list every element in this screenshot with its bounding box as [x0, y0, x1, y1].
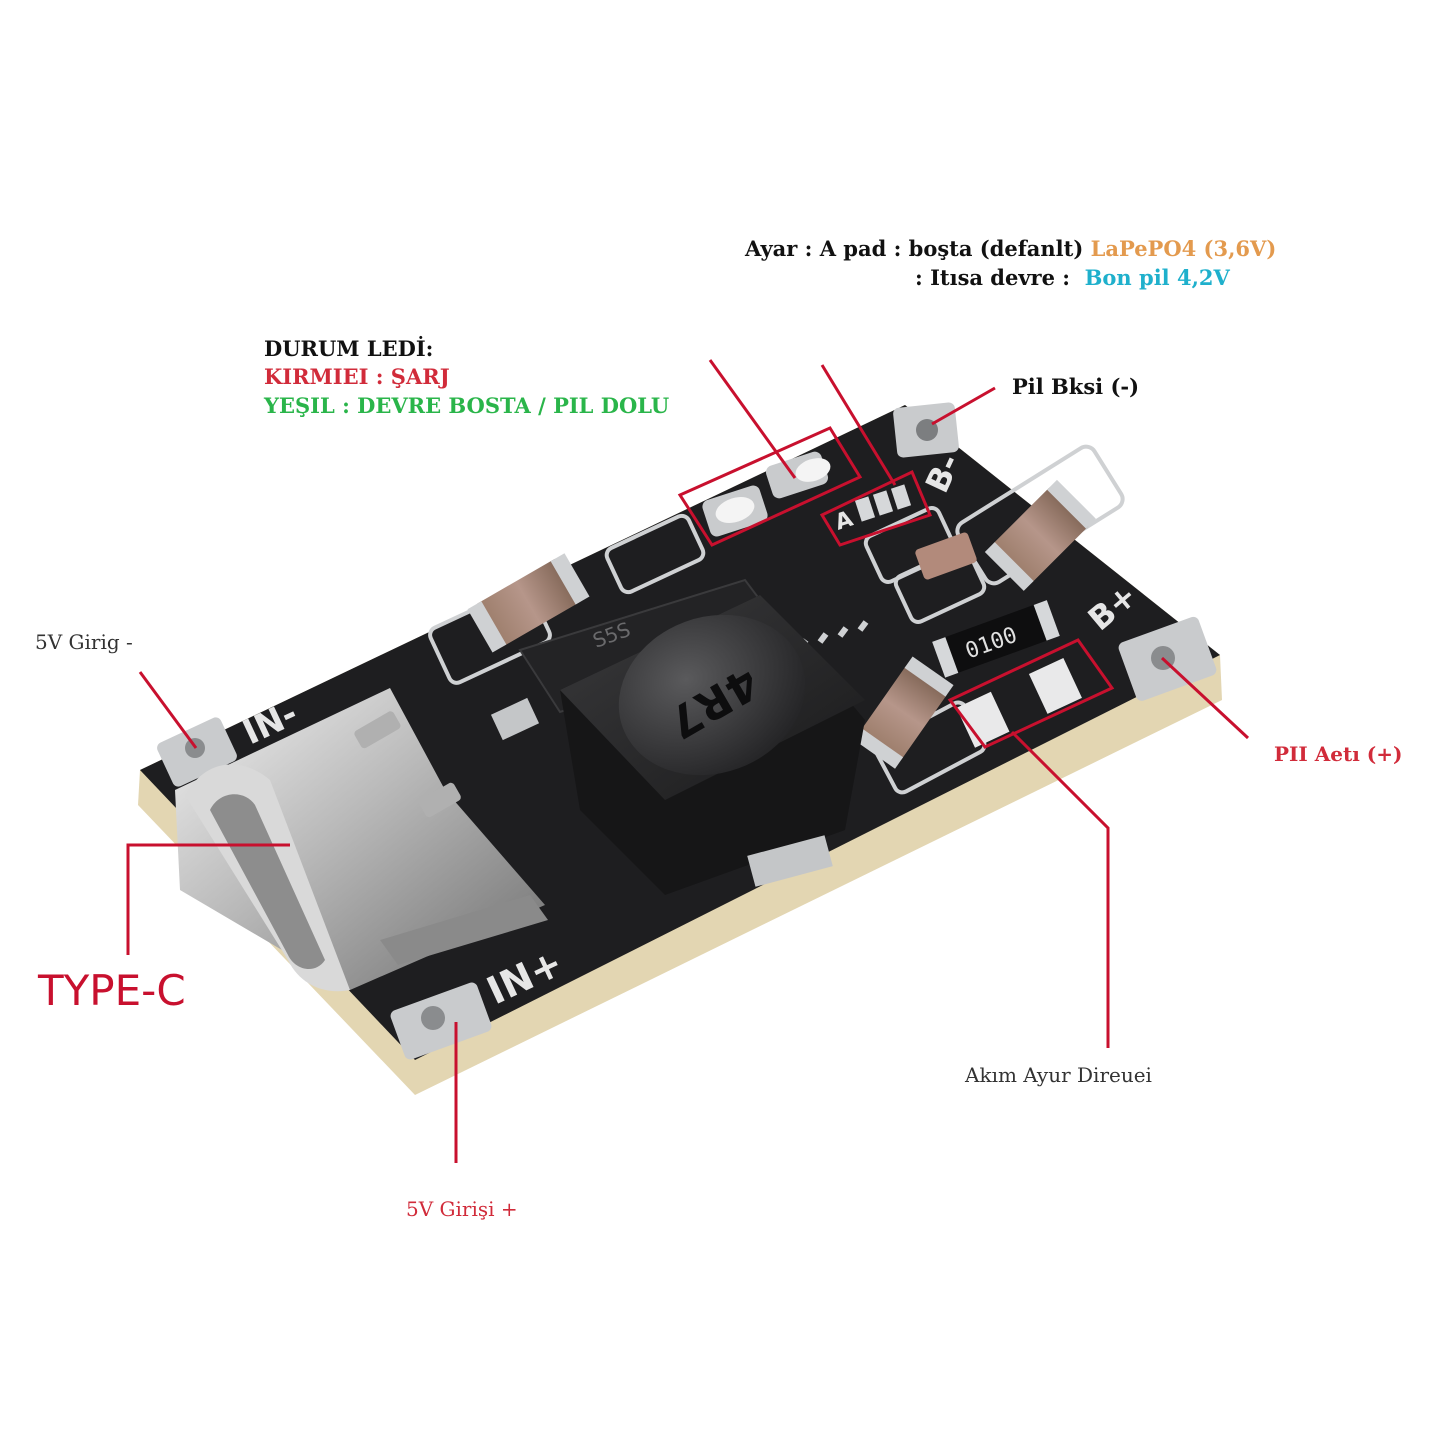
led-highlight-box — [677, 426, 863, 547]
setting-default-value: LaPePO4 (3,6V) — [1090, 236, 1277, 261]
capacitor-1 — [467, 553, 590, 653]
leader-current-resistor — [1010, 730, 1110, 1048]
current-resistor-label: Akım Ayur Direuei — [965, 1063, 1152, 1087]
capacitor-3 — [854, 656, 954, 769]
jumper-a-highlight-box — [819, 469, 933, 547]
settings-line-2: : Itısa devre : Bon pil 4,2V — [915, 267, 1230, 288]
settings-line-1-prefix: Ayar : A pad : boşta (defanlt) — [745, 236, 1084, 261]
inductor — [560, 595, 865, 895]
leader-battery-neg — [931, 386, 996, 426]
capacitor-4 — [915, 532, 977, 580]
type-c-label: TYPE-C — [38, 966, 186, 1015]
usb-type-c-connector — [175, 688, 548, 992]
leader-type-c — [126, 843, 290, 955]
setting-short-value: Bon pil 4,2V — [1084, 265, 1230, 290]
settings-line-2-prefix: : Itısa devre : — [915, 265, 1071, 290]
status-led-title: DURUM LEDİ: — [264, 336, 434, 361]
current-resistor-highlight-box — [947, 638, 1115, 749]
status-led-red: KIRMIEI : ŞARJ — [264, 364, 450, 389]
leader-battery-pos — [1160, 656, 1250, 740]
jumper-a-pads — [854, 484, 912, 522]
silk-pad-a: A — [832, 507, 856, 536]
leader-input-neg — [138, 671, 198, 749]
capacitor-2 — [984, 479, 1096, 591]
leader-led — [708, 359, 797, 479]
battery-neg-label: Pil Bksi (-) — [1012, 374, 1140, 399]
leader-jumper-a — [820, 364, 897, 486]
input-neg-label: 5V Girig - — [35, 630, 133, 654]
battery-pos-label: PII Aetı (+) — [1274, 742, 1403, 766]
status-led-green: YEŞIL : DEVRE BOSTA / PIL DOLU — [264, 393, 670, 418]
input-pos-label: 5V Girişi + — [406, 1197, 518, 1221]
settings-line-1: Ayar : A pad : boşta (defanlt) LaPePO4 (… — [745, 238, 1276, 259]
